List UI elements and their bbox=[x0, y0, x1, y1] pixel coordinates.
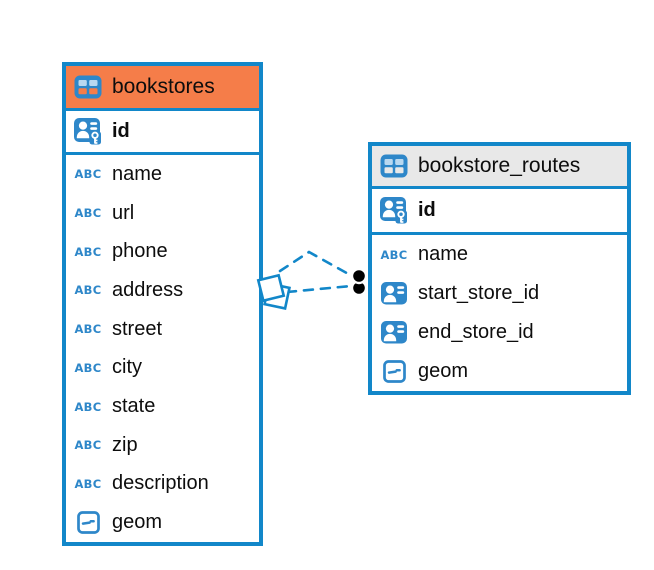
column-row-street[interactable]: ABC street bbox=[66, 309, 259, 349]
column-row-state[interactable]: ABC state bbox=[66, 387, 259, 426]
relationship-target-dots-icon[interactable] bbox=[350, 267, 368, 297]
text-icon: ABC bbox=[74, 438, 102, 453]
column-name: url bbox=[112, 201, 135, 224]
relationship-edge-upper[interactable] bbox=[278, 250, 354, 278]
reference-icon bbox=[379, 321, 409, 344]
column-row-id[interactable]: id bbox=[372, 189, 627, 235]
column-row-end-store-id[interactable]: end_store_id bbox=[372, 313, 627, 352]
column-name: state bbox=[112, 395, 156, 418]
column-row-phone[interactable]: ABC phone bbox=[66, 232, 259, 272]
table-bookstore-routes[interactable]: bookstore_routes id ABC name bbox=[368, 142, 631, 395]
column-row-description[interactable]: ABC description bbox=[66, 464, 259, 504]
column-name: end_store_id bbox=[418, 321, 534, 343]
column-name: city bbox=[112, 356, 142, 379]
column-row-name[interactable]: ABC name bbox=[372, 235, 627, 274]
column-name: id bbox=[418, 199, 436, 221]
table-bookstores[interactable]: bookstores id ABC name ABC ur bbox=[62, 62, 263, 546]
text-icon: ABC bbox=[74, 322, 102, 337]
table-bookstore-routes-header[interactable]: bookstore_routes bbox=[372, 146, 627, 189]
primary-key-icon bbox=[73, 118, 103, 145]
column-row-name[interactable]: ABC name bbox=[66, 155, 259, 194]
column-row-city[interactable]: ABC city bbox=[66, 348, 259, 388]
relationship-source-handle-icon[interactable] bbox=[256, 273, 291, 310]
column-name: id bbox=[112, 120, 130, 142]
text-icon: ABC bbox=[74, 244, 102, 259]
table-title: bookstores bbox=[112, 75, 215, 98]
table-title: bookstore_routes bbox=[418, 154, 581, 177]
text-icon: ABC bbox=[74, 476, 102, 491]
column-row-geom[interactable]: geom bbox=[372, 352, 627, 391]
column-row-start-store-id[interactable]: start_store_id bbox=[372, 274, 627, 313]
column-row-id[interactable]: id bbox=[66, 111, 259, 155]
text-icon: ABC bbox=[74, 206, 102, 221]
column-row-zip[interactable]: ABC zip bbox=[66, 425, 259, 465]
column-name: name bbox=[112, 162, 163, 185]
column-name: street bbox=[112, 317, 163, 340]
text-icon: ABC bbox=[74, 399, 102, 414]
column-row-geom[interactable]: geom bbox=[66, 503, 259, 543]
text-icon: ABC bbox=[74, 167, 102, 182]
column-name: geom bbox=[418, 360, 469, 382]
geometry-icon bbox=[73, 511, 103, 535]
text-icon: ABC bbox=[74, 360, 102, 375]
column-name: zip bbox=[112, 433, 138, 456]
table-icon bbox=[379, 154, 409, 178]
primary-key-icon bbox=[379, 197, 409, 224]
table-bookstores-header[interactable]: bookstores bbox=[66, 66, 259, 111]
text-icon: ABC bbox=[380, 247, 408, 262]
relationship-edge-lower[interactable] bbox=[285, 284, 353, 294]
column-row-address[interactable]: ABC address bbox=[66, 271, 259, 310]
column-name: geom bbox=[112, 511, 163, 534]
column-row-url[interactable]: ABC url bbox=[66, 193, 259, 233]
column-name: description bbox=[112, 472, 209, 495]
table-icon bbox=[73, 75, 103, 99]
column-name: address bbox=[112, 278, 184, 301]
text-icon: ABC bbox=[74, 283, 102, 298]
geometry-icon bbox=[379, 360, 409, 383]
column-name: phone bbox=[112, 240, 168, 263]
reference-icon bbox=[379, 282, 409, 305]
column-name: name bbox=[418, 243, 469, 265]
column-name: start_store_id bbox=[418, 282, 540, 304]
